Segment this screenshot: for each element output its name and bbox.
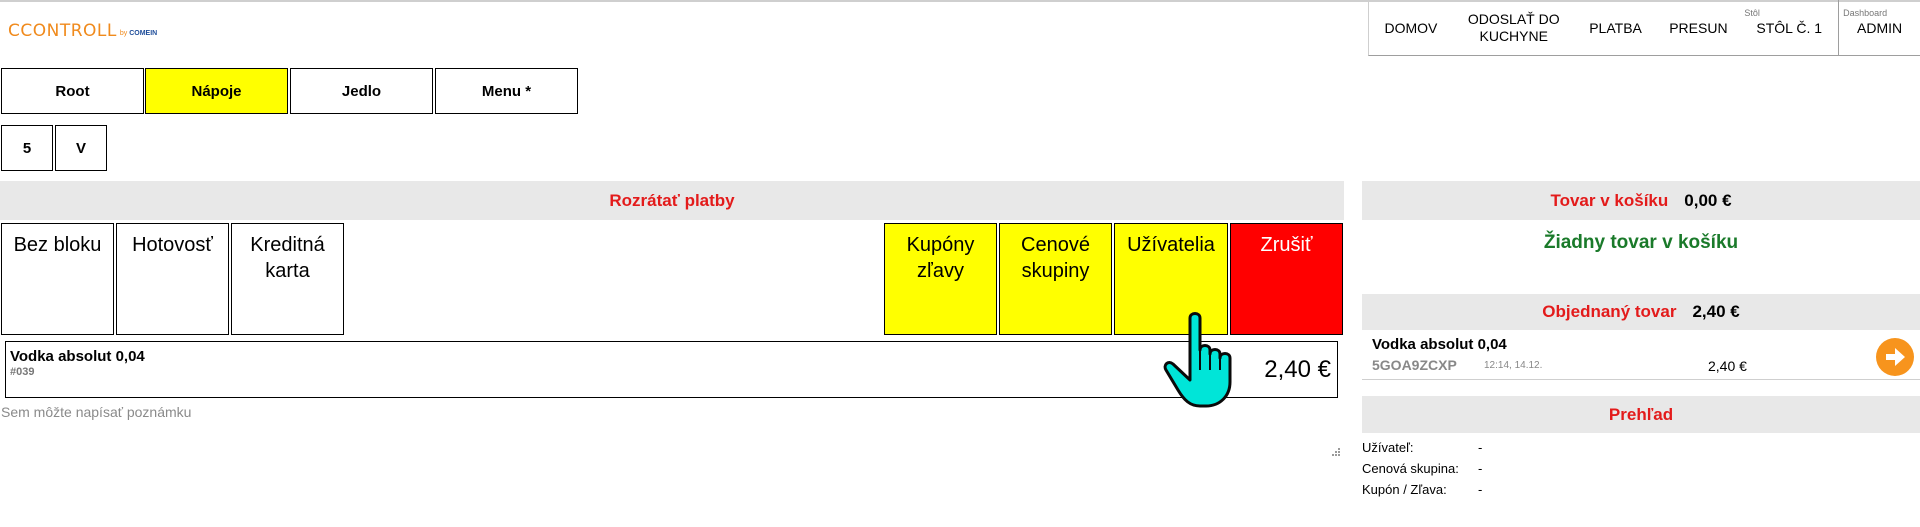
ccontroll-logo[interactable]: CCONTROLL by COMEIN xyxy=(8,12,157,40)
overview-coupon-value: - xyxy=(1478,482,1483,497)
subcategory-v[interactable]: V xyxy=(55,125,107,171)
coupons-discounts-button[interactable]: Kupóny zľavy xyxy=(884,223,997,335)
category-menu[interactable]: Menu * xyxy=(435,68,578,114)
nav-admin-caption: Dashboard xyxy=(1843,8,1888,18)
cancel-label: Zrušiť xyxy=(1260,234,1313,256)
ordered-goods-amount: 2,40 € xyxy=(1692,302,1740,321)
users-label: Užívatelia xyxy=(1127,234,1215,256)
category-napoje-label: Nápoje xyxy=(191,82,242,100)
top-navigation: DOMOV ODOSLAŤ DO KUCHYNE PLATBA PRESUN S… xyxy=(1368,0,1920,56)
split-payments-title: Rozrátať platby xyxy=(609,190,735,210)
ordered-item-code: 5GOA9ZCXP xyxy=(1372,357,1457,373)
price-groups-button[interactable]: Cenové skupiny xyxy=(999,223,1112,335)
overview-price-group-value: - xyxy=(1478,461,1483,476)
overview-price-group-label: Cenová skupina: xyxy=(1362,461,1459,476)
nav-payment-label: PLATBA xyxy=(1589,19,1642,36)
cart-header: Tovar v košíku 0,00 € xyxy=(1362,181,1920,220)
ordered-goods-title: Objednaný tovar xyxy=(1542,302,1677,321)
pay-cash-button[interactable]: Hotovosť xyxy=(116,223,229,335)
pay-credit-card-label: Kreditná karta xyxy=(250,234,325,282)
overview-coupon-label: Kupón / Zľava: xyxy=(1362,482,1447,497)
cart-title: Tovar v košíku xyxy=(1550,190,1669,210)
overview-header: Prehľad xyxy=(1362,396,1920,433)
order-item-price: 2,40 € xyxy=(1264,356,1331,383)
overview-user-value: - xyxy=(1478,440,1483,455)
pay-credit-card-button[interactable]: Kreditná karta xyxy=(231,223,344,335)
category-jedlo[interactable]: Jedlo xyxy=(290,68,433,114)
order-item-code: #039 xyxy=(10,366,35,378)
ordered-item-price: 2,40 € xyxy=(1708,358,1747,374)
nav-admin[interactable]: Dashboard ADMIN xyxy=(1838,0,1920,56)
arrow-right-icon[interactable] xyxy=(1876,338,1914,376)
nav-payment[interactable]: PLATBA xyxy=(1575,0,1657,56)
category-menu-label: Menu * xyxy=(481,82,532,100)
nav-send-to-kitchen[interactable]: ODOSLAŤ DO KUCHYNE xyxy=(1453,0,1575,56)
nav-transfer[interactable]: PRESUN xyxy=(1656,0,1740,56)
category-root-label: Root xyxy=(55,82,90,100)
logo-main-text: CCONTROLL xyxy=(8,14,117,42)
nav-home[interactable]: DOMOV xyxy=(1369,0,1453,56)
nav-table[interactable]: Stôl STÔL Č. 1 xyxy=(1740,0,1838,56)
category-jedlo-label: Jedlo xyxy=(341,82,382,100)
note-textarea[interactable] xyxy=(0,402,1340,450)
pay-cash-label: Hotovosť xyxy=(132,234,213,256)
ordered-item-time: 12:14, 14.12. xyxy=(1484,360,1543,371)
subcategory-5-label: 5 xyxy=(22,139,32,157)
nav-home-label: DOMOV xyxy=(1384,19,1438,36)
nav-send-to-kitchen-label: ODOSLAŤ DO KUCHYNE xyxy=(1467,11,1560,44)
split-payments-header: Rozrátať platby xyxy=(0,181,1344,220)
cart-amount: 0,00 € xyxy=(1684,190,1732,210)
nav-table-label: STÔL Č. 1 xyxy=(1756,19,1823,36)
overview-user-label: Užívateľ: xyxy=(1362,440,1414,455)
pay-no-receipt-label: Bez bloku xyxy=(13,234,102,256)
pay-no-receipt-button[interactable]: Bez bloku xyxy=(1,223,114,335)
coupons-discounts-label: Kupóny zľavy xyxy=(906,234,975,282)
nav-transfer-label: PRESUN xyxy=(1669,19,1728,36)
logo-by-text: by COMEIN xyxy=(119,30,158,37)
category-napoje[interactable]: Nápoje xyxy=(145,68,288,114)
nav-table-caption: Stôl xyxy=(1744,8,1760,18)
nav-admin-label: ADMIN xyxy=(1857,19,1903,36)
category-root[interactable]: Root xyxy=(1,68,144,114)
order-line-item[interactable]: Vodka absolut 0,04 #039 2,40 € xyxy=(5,341,1338,398)
order-item-name: Vodka absolut 0,04 xyxy=(10,348,145,365)
top-border xyxy=(0,0,1920,2)
users-button[interactable]: Užívatelia xyxy=(1114,223,1228,335)
ordered-item-name: Vodka absolut 0,04 xyxy=(1372,336,1507,353)
hand-pointer-icon xyxy=(1163,312,1232,408)
cart-empty-message: Žiadny tovar v košíku xyxy=(1543,232,1739,253)
resize-grip-icon[interactable] xyxy=(1331,447,1341,457)
cancel-button[interactable]: Zrušiť xyxy=(1230,223,1343,335)
overview-title: Prehľad xyxy=(1608,404,1674,424)
ordered-goods-header: Objednaný tovar 2,40 € xyxy=(1362,294,1920,330)
subcategory-v-label: V xyxy=(75,139,86,157)
price-groups-label: Cenové skupiny xyxy=(1021,234,1090,282)
subcategory-5[interactable]: 5 xyxy=(1,125,53,171)
ordered-item: Vodka absolut 0,04 5GOA9ZCXP 12:14, 14.1… xyxy=(1362,330,1920,380)
